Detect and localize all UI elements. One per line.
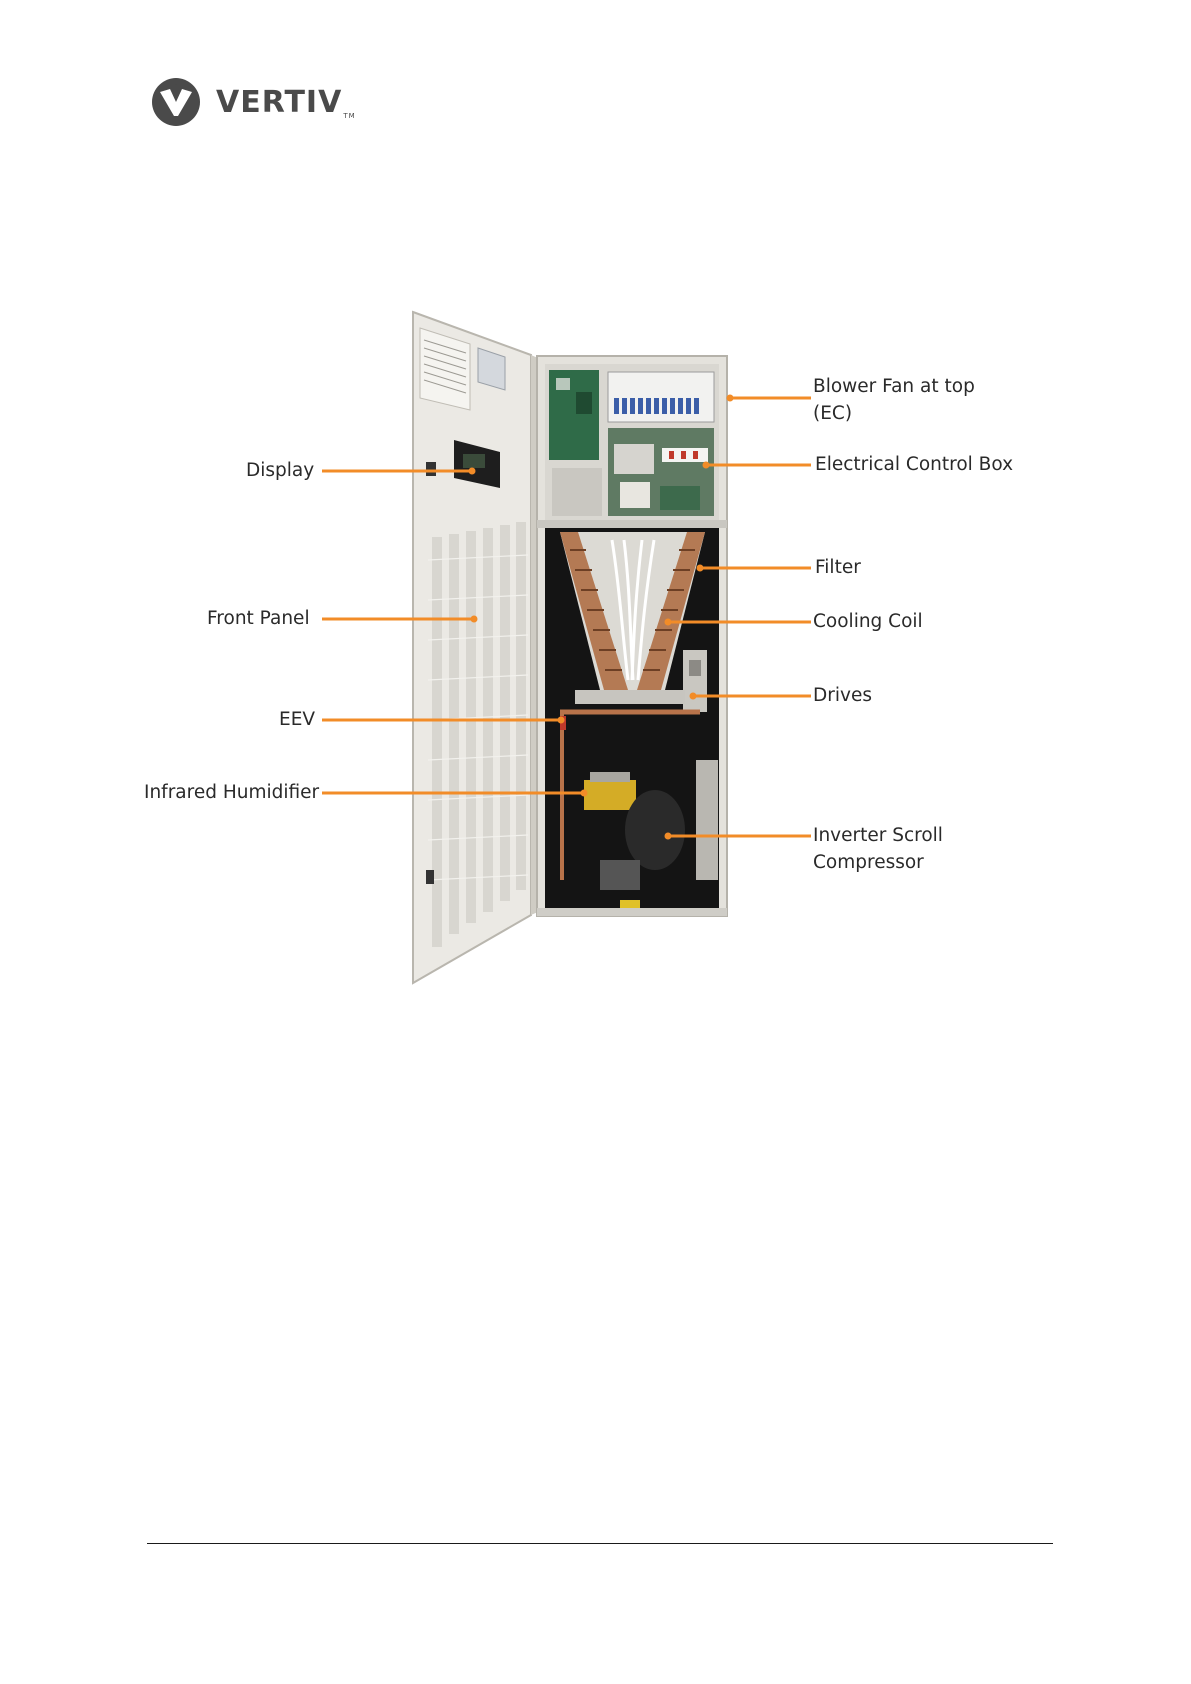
callout-eev: EEV [279,706,315,733]
callout-inverter-scroll-compressor: Inverter Scroll Compressor [813,822,943,876]
cabinet-body [537,356,727,916]
callout-blower-fan-line2: (EC) [813,400,975,427]
callout-blower-fan-line1: Blower Fan at top [813,373,975,400]
callout-display: Display [246,457,314,484]
callout-inverter-scroll-compressor-line2: Compressor [813,849,943,876]
callout-infrared-humidifier: Infrared Humidifier [144,779,319,806]
callout-cooling-coil: Cooling Coil [813,608,923,635]
front-door [413,312,538,983]
callout-electrical-control-box: Electrical Control Box [815,451,1013,478]
callout-inverter-scroll-compressor-line1: Inverter Scroll [813,822,943,849]
callout-front-panel: Front Panel [207,605,310,632]
callout-filter: Filter [815,554,861,581]
footer-rule [147,1543,1053,1544]
callout-drives: Drives [813,682,872,709]
callout-blower-fan: Blower Fan at top (EC) [813,373,975,427]
